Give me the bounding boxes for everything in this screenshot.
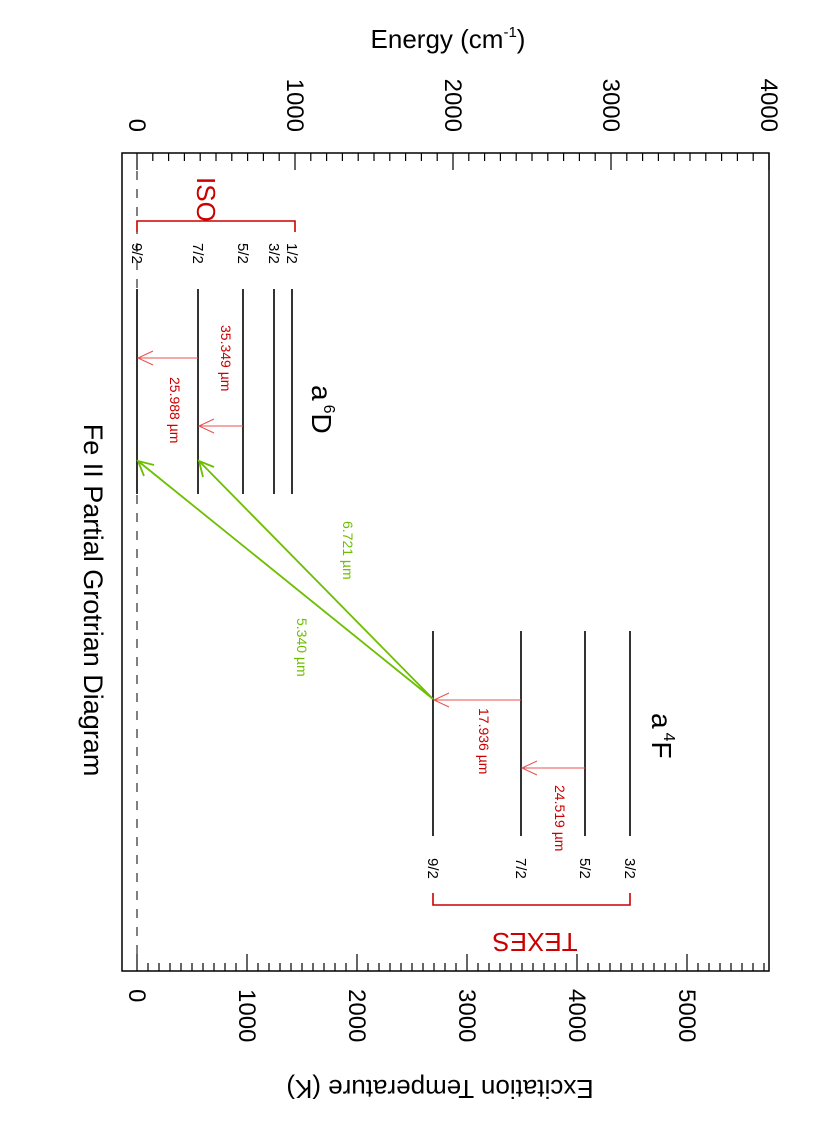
a4F-level-labels: 9/2 7/2 5/2 3/2	[424, 858, 638, 879]
a6D-level-labels: 9/2 7/2 5/2 3/2 1/2	[128, 243, 300, 264]
bottom-tick-2000: 2000	[343, 989, 370, 1042]
texes-bracket: TEXES	[432, 893, 631, 957]
arrow-a4F-9-2-to-a6D-9-2	[136, 459, 434, 700]
arrow-a6D-5-2-to-7-2	[197, 418, 243, 434]
inter-term-labels: 6.721 µm 5.340 µm	[294, 521, 356, 677]
top-tick-4000: 4000	[755, 79, 782, 132]
intra-term-transitions	[136, 350, 585, 776]
a6D-J-7-2: 7/2	[189, 243, 206, 264]
label-17-936: 17.936 µm	[476, 708, 492, 774]
arrow-a6D-7-2-to-9-2	[136, 350, 198, 366]
a6D-J-3-2: 3/2	[265, 243, 282, 264]
bottom-tick-5000: 5000	[673, 989, 700, 1042]
arrow-a4F-7-2-to-9-2	[432, 692, 521, 708]
a6D-levels	[136, 289, 293, 494]
top-tick-1000: 1000	[281, 79, 308, 132]
a6D-J-9-2: 9/2	[128, 243, 145, 264]
bottom-axis-tick-labels: 0 1000 2000 3000 4000 5000	[123, 989, 700, 1042]
bottom-tick-4000: 4000	[563, 989, 590, 1042]
label-24-519: 24.519 µm	[552, 785, 568, 851]
arrow-a4F-9-2-to-a6D-7-2	[197, 459, 434, 700]
top-tick-0: 0	[123, 119, 150, 132]
top-axis-label: Energy (cm-1)	[371, 24, 526, 54]
texes-label: TEXES	[492, 927, 577, 957]
iso-bracket-line	[136, 220, 296, 232]
a6D-J-1-2: 1/2	[283, 243, 300, 264]
a4F-term-label: a4F	[646, 713, 677, 759]
plot-frame	[121, 152, 770, 972]
texes-bracket-line	[432, 893, 631, 906]
a6D-term-label: a6D	[306, 385, 337, 434]
arrow-a4F-5-2-to-7-2	[520, 760, 585, 776]
bottom-axis-ticks	[136, 954, 765, 971]
bottom-axis-label: Excitation Temperature (K)	[286, 1074, 593, 1104]
intra-term-labels: 35.349 µm 25.988 µm 17.936 µm 24.519 µm	[167, 325, 568, 851]
bottom-tick-1000: 1000	[233, 989, 260, 1042]
top-tick-2000: 2000	[439, 79, 466, 132]
top-axis-tick-labels: 0 1000 2000 3000 4000	[123, 79, 782, 132]
a6D-J-5-2: 5/2	[234, 243, 251, 264]
label-25-988: 25.988 µm	[167, 377, 183, 443]
a4F-J-7-2: 7/2	[512, 858, 529, 879]
diagram-title: Fe II Partial Grotrian Diagram	[78, 424, 108, 777]
label-35-349: 35.349 µm	[218, 325, 234, 391]
iso-bracket: ISO	[136, 177, 296, 232]
a4F-J-9-2: 9/2	[424, 858, 441, 879]
label-6-721: 6.721 µm	[340, 521, 356, 580]
a4F-levels	[432, 631, 631, 836]
a4F-J-5-2: 5/2	[576, 858, 593, 879]
top-tick-3000: 3000	[597, 79, 624, 132]
iso-label: ISO	[191, 177, 221, 222]
a4F-J-3-2: 3/2	[621, 858, 638, 879]
top-axis-ticks	[136, 153, 770, 170]
bottom-tick-3000: 3000	[453, 989, 480, 1042]
label-5-340: 5.340 µm	[294, 618, 310, 677]
bottom-tick-0: 0	[123, 989, 150, 1002]
inter-term-transitions	[136, 459, 434, 700]
